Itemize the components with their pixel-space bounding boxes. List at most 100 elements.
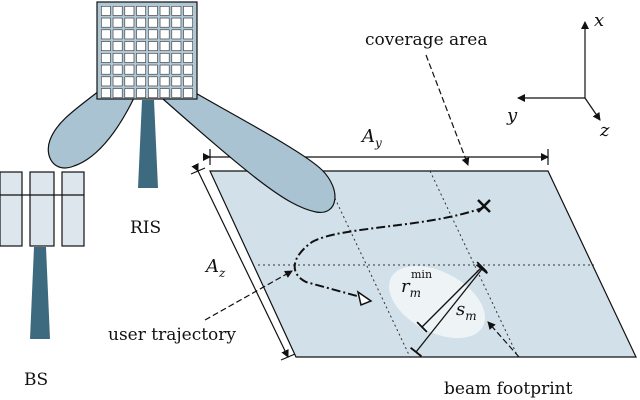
grid-line-v2: [429, 170, 519, 358]
beam-footprint-label: beam footprint: [444, 379, 573, 399]
ris-element: [112, 41, 123, 51]
ris-element: [148, 76, 158, 87]
ris-element: [171, 29, 182, 40]
ris-element: [112, 76, 123, 87]
ris-element: [171, 52, 182, 63]
ris-element: [148, 64, 158, 75]
base-station: [0, 171, 85, 339]
s-m-dimension-line: [409, 263, 489, 358]
bs-label: BS: [24, 370, 48, 390]
ris-element: [124, 41, 135, 51]
plane-grid-lines: [258, 170, 594, 358]
axis-x-label: x: [594, 10, 604, 31]
ris-element: [171, 88, 182, 99]
ris-label: RIS: [130, 218, 161, 238]
ris-element: [101, 41, 111, 51]
ris-element: [101, 6, 111, 16]
ris-element: [112, 88, 123, 99]
ris-element: [136, 64, 147, 75]
ris-element: [183, 88, 194, 99]
coverage-area-label: coverage area: [365, 30, 488, 50]
ris-element: [159, 64, 170, 75]
a-z-tick-bottom: [280, 353, 296, 361]
coordinate-axes: [517, 21, 601, 121]
coverage-area-pointer: [425, 54, 470, 166]
ris-element: [183, 29, 194, 40]
bs-panel-left: [0, 171, 23, 247]
ris-element: [171, 76, 182, 87]
ris-element: [124, 64, 135, 75]
beam-to-coverage-area: [145, 65, 336, 213]
ris-element: [101, 52, 111, 63]
beam-footprint-pointer: [487, 321, 520, 358]
ris-element: [112, 64, 123, 75]
trajectory-arrowhead-icon: [356, 290, 373, 307]
user-trajectory-label: user trajectory: [108, 325, 236, 345]
a-z-label: Az: [204, 256, 226, 280]
ris-element: [171, 17, 182, 28]
ris-element-grid: [101, 6, 194, 99]
ris-element: [183, 76, 194, 87]
ris-board: [96, 1, 198, 100]
s-m-label: sm: [456, 299, 477, 323]
ris-element: [159, 76, 170, 87]
ris-element: [101, 29, 111, 40]
ris-element: [136, 29, 147, 40]
a-z-tick-top: [190, 167, 206, 175]
ris-element: [183, 64, 194, 75]
ris-element: [171, 6, 182, 16]
ris-element: [159, 17, 170, 28]
ris-panel: [96, 1, 198, 188]
ris-element: [159, 6, 170, 16]
axis-z-label: z: [599, 120, 610, 141]
ris-element: [148, 6, 158, 16]
ris-element: [159, 88, 170, 99]
axis-z-line: [584, 97, 601, 121]
ris-element: [112, 29, 123, 40]
ris-element: [148, 29, 158, 40]
ris-element: [159, 41, 170, 51]
ris-antenna: [138, 100, 158, 188]
ris-element: [148, 88, 158, 99]
ris-element: [136, 76, 147, 87]
a-z-dimension-line: [191, 162, 289, 358]
user-trajectory-path: [293, 206, 486, 300]
ris-element: [136, 52, 147, 63]
ris-element: [101, 88, 111, 99]
ris-element: [124, 88, 135, 99]
ris-element: [159, 29, 170, 40]
ris-element: [183, 6, 194, 16]
ris-element: [124, 6, 135, 16]
bs-panel-center: [29, 171, 55, 247]
ris-element: [183, 17, 194, 28]
ris-element: [136, 88, 147, 99]
ris-element: [183, 41, 194, 51]
ris-element: [124, 17, 135, 28]
ris-element: [148, 17, 158, 28]
ris-element: [112, 6, 123, 16]
ris-element: [148, 52, 158, 63]
ris-element: [171, 41, 182, 51]
ris-element: [136, 17, 147, 28]
ris-element: [148, 41, 158, 51]
axis-y-label: y: [506, 105, 518, 126]
ris-element: [124, 52, 135, 63]
trajectory-end-x-icon: [477, 199, 491, 213]
user-trajectory-pointer: [204, 270, 293, 321]
a-y-label: Ay: [360, 126, 382, 150]
ris-element: [124, 76, 135, 87]
ris-element: [159, 52, 170, 63]
ris-element: [101, 76, 111, 87]
ris-element: [136, 41, 147, 51]
r-min-label: rmmin: [401, 268, 432, 300]
ris-element: [171, 64, 182, 75]
ris-element: [124, 29, 135, 40]
ris-element: [101, 64, 111, 75]
ris-element: [136, 6, 147, 16]
ris-element: [112, 17, 123, 28]
bs-antenna: [30, 247, 50, 339]
bs-panel-right: [61, 171, 85, 247]
grid-line-v1: [321, 170, 411, 358]
